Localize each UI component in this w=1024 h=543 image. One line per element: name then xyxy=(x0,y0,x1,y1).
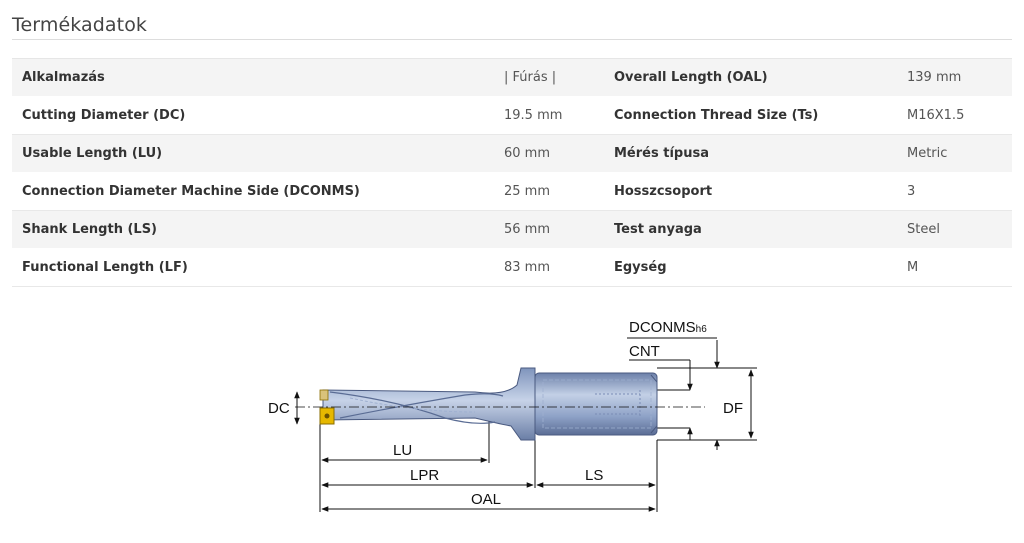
spec-value: Metric xyxy=(897,134,1012,173)
spec-label: Connection Diameter Machine Side (DCONMS… xyxy=(12,172,494,211)
table-row: Usable Length (LU) 60 mm Mérés típusa Me… xyxy=(12,134,1012,173)
spec-label: Overall Length (OAL) xyxy=(604,58,897,97)
table-row: Alkalmazás | Fúrás | Overall Length (OAL… xyxy=(12,58,1012,97)
spec-value: M xyxy=(897,248,1012,287)
lpr-label: LPR xyxy=(410,467,439,484)
table-row: Functional Length (LF) 83 mm Egység M xyxy=(12,248,1012,287)
spec-value: 19.5 mm xyxy=(494,96,604,135)
dc-label: DC xyxy=(268,400,290,417)
table-row: Connection Diameter Machine Side (DCONMS… xyxy=(12,172,1012,211)
drill-dimension-diagram: DC DF DCONMSh6 CNT LU LPR LS OAL xyxy=(145,300,860,530)
spec-label: Usable Length (LU) xyxy=(12,134,494,173)
spec-value: Steel xyxy=(897,210,1012,249)
spec-label: Functional Length (LF) xyxy=(12,248,494,287)
lu-label: LU xyxy=(393,442,412,459)
dconms-tolerance: h6 xyxy=(696,324,708,335)
spec-label: Connection Thread Size (Ts) xyxy=(604,96,897,135)
spec-value: 25 mm xyxy=(494,172,604,211)
spec-label: Hosszcsoport xyxy=(604,172,897,211)
spec-label: Shank Length (LS) xyxy=(12,210,494,249)
spec-table: Alkalmazás | Fúrás | Overall Length (OAL… xyxy=(12,58,1012,287)
table-row: Shank Length (LS) 56 mm Test anyaga Stee… xyxy=(12,210,1012,249)
spec-value: 56 mm xyxy=(494,210,604,249)
spec-label: Egység xyxy=(604,248,897,287)
cnt-label: CNT xyxy=(629,343,660,360)
spec-label: Test anyaga xyxy=(604,210,897,249)
insert-icon xyxy=(319,389,335,425)
table-row: Cutting Diameter (DC) 19.5 mm Connection… xyxy=(12,96,1012,135)
spec-value: | Fúrás | xyxy=(494,58,604,97)
spec-value: 83 mm xyxy=(494,248,604,287)
spec-value: 139 mm xyxy=(897,58,1012,97)
page-title: Termékadatok xyxy=(12,14,148,36)
spec-value: M16X1.5 xyxy=(897,96,1012,135)
spec-value: 60 mm xyxy=(494,134,604,173)
dconms-label: DCONMSh6 xyxy=(629,319,707,336)
title-divider xyxy=(12,39,1012,40)
spec-label: Mérés típusa xyxy=(604,134,897,173)
oal-label: OAL xyxy=(471,491,501,508)
spec-label: Alkalmazás xyxy=(12,58,494,97)
spec-value: 3 xyxy=(897,172,1012,211)
dconms-label-text: DCONMS xyxy=(629,319,696,336)
drill-body xyxy=(322,367,658,441)
spec-label: Cutting Diameter (DC) xyxy=(12,96,494,135)
ls-label: LS xyxy=(585,467,603,484)
df-label: DF xyxy=(723,400,743,417)
